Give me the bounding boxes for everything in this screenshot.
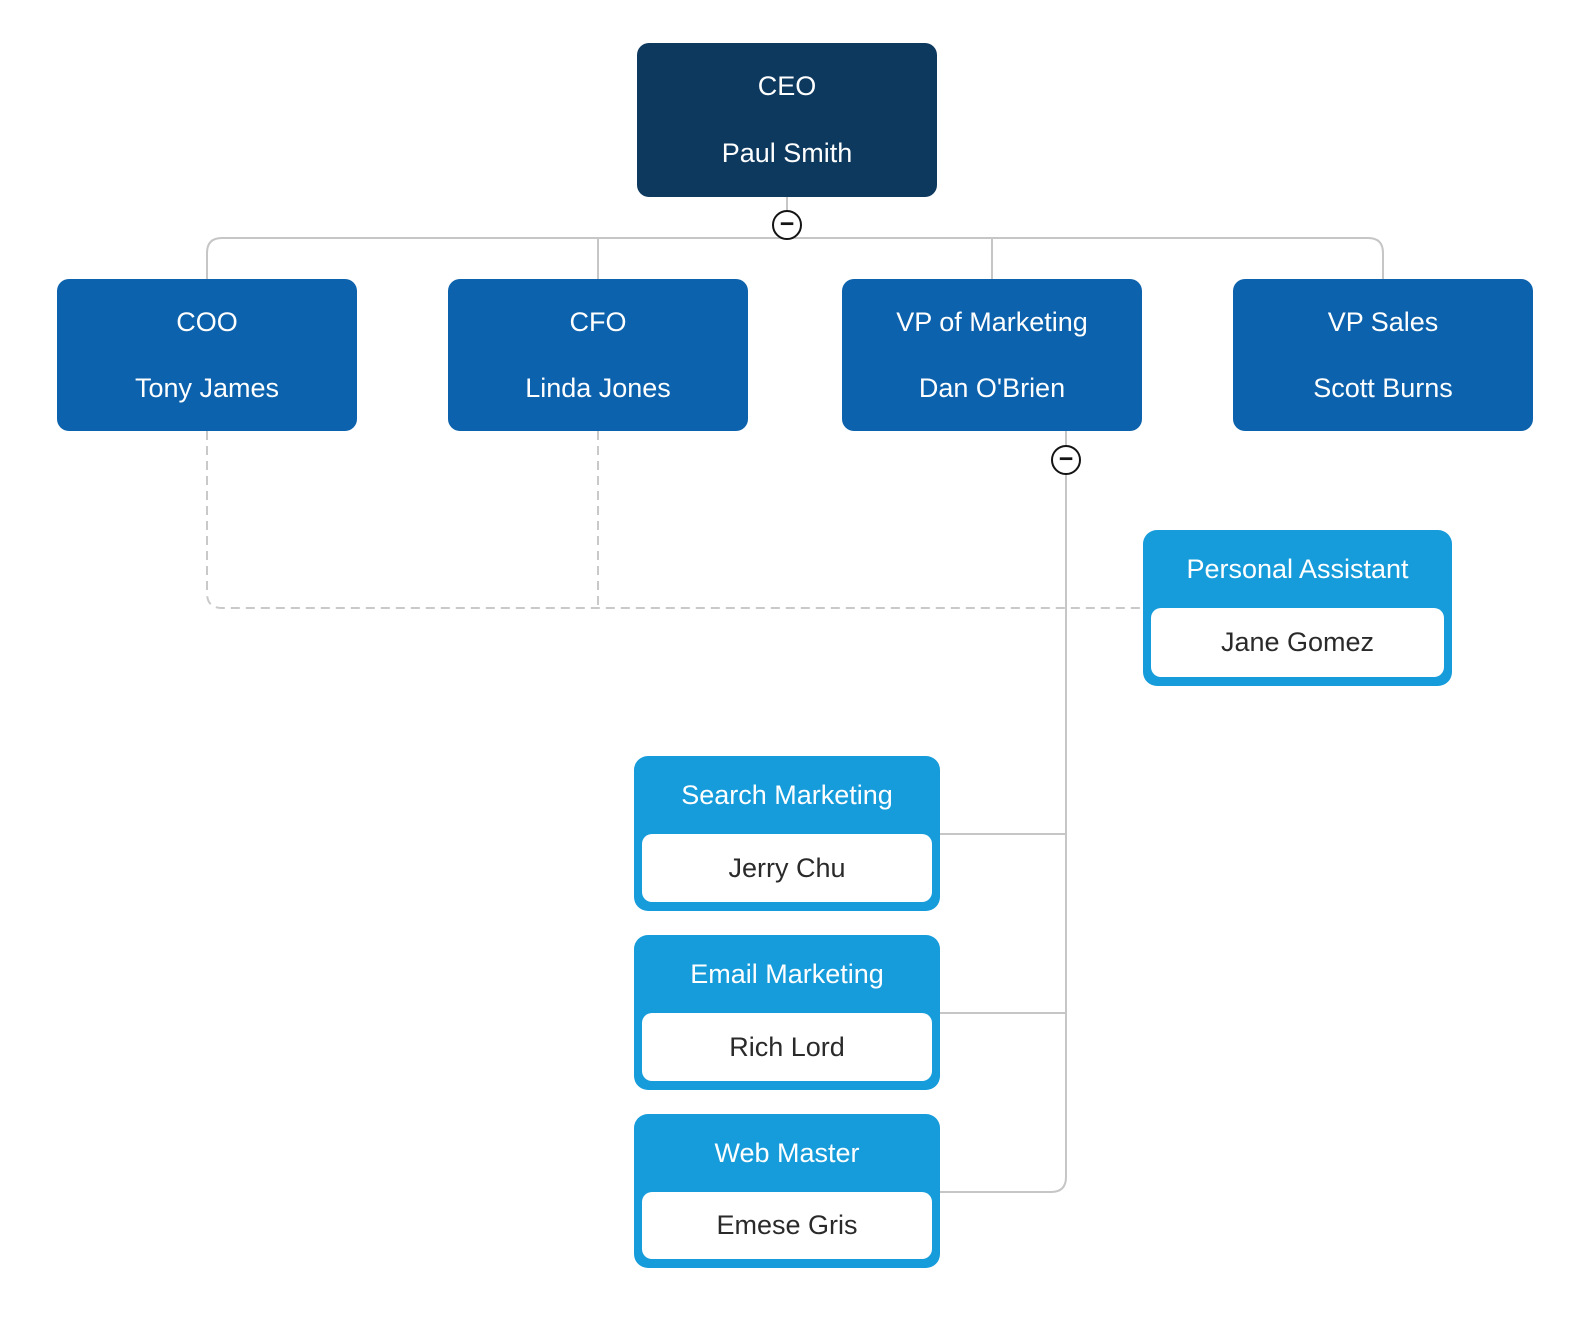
node-ceo[interactable]: CEO Paul Smith [637,43,937,197]
node-title: Web Master [714,1137,860,1168]
node-name: Paul Smith [721,138,853,168]
node-title: VP Sales [1327,306,1439,337]
node-email-marketing[interactable]: Email Marketing Rich Lord [634,935,940,1090]
node-vp-sales[interactable]: VP Sales Scott Burns [1233,279,1533,431]
collapse-button-vp-marketing[interactable]: − [1051,445,1081,475]
node-name: Jerry Chu [728,852,846,883]
node-cfo[interactable]: CFO Linda Jones [448,279,748,431]
node-name: Emese Gris [716,1210,858,1240]
node-personal-assistant[interactable]: Personal Assistant Jane Gomez [1143,530,1452,686]
node-title: COO [176,306,238,337]
node-title: VP of Marketing [896,306,1088,337]
connector-vp-marketing-spine [940,431,1067,1193]
node-title: CEO [757,71,817,101]
node-search-marketing[interactable]: Search Marketing Jerry Chu [634,756,940,911]
collapse-button-ceo[interactable]: − [772,210,802,240]
node-name: Linda Jones [525,372,671,403]
node-name: Rich Lord [729,1031,845,1062]
node-title: Search Marketing [681,779,893,810]
node-title: Personal Assistant [1186,553,1409,584]
node-name: Scott Burns [1313,372,1453,403]
node-vp-marketing[interactable]: VP of Marketing Dan O'Brien [842,279,1142,431]
node-name: Jane Gomez [1220,627,1375,657]
minus-icon: − [779,209,795,238]
node-title: CFO [569,306,627,337]
node-web-master[interactable]: Web Master Emese Gris [634,1114,940,1268]
node-title: Email Marketing [690,958,884,989]
connector-children-rail [206,237,1384,279]
node-coo[interactable]: COO Tony James [57,279,357,431]
node-name: Dan O'Brien [918,372,1066,403]
connector-dotted-coo-to-personal-assistant [206,431,1143,609]
node-name: Tony James [134,372,280,403]
minus-icon: − [1058,444,1074,473]
